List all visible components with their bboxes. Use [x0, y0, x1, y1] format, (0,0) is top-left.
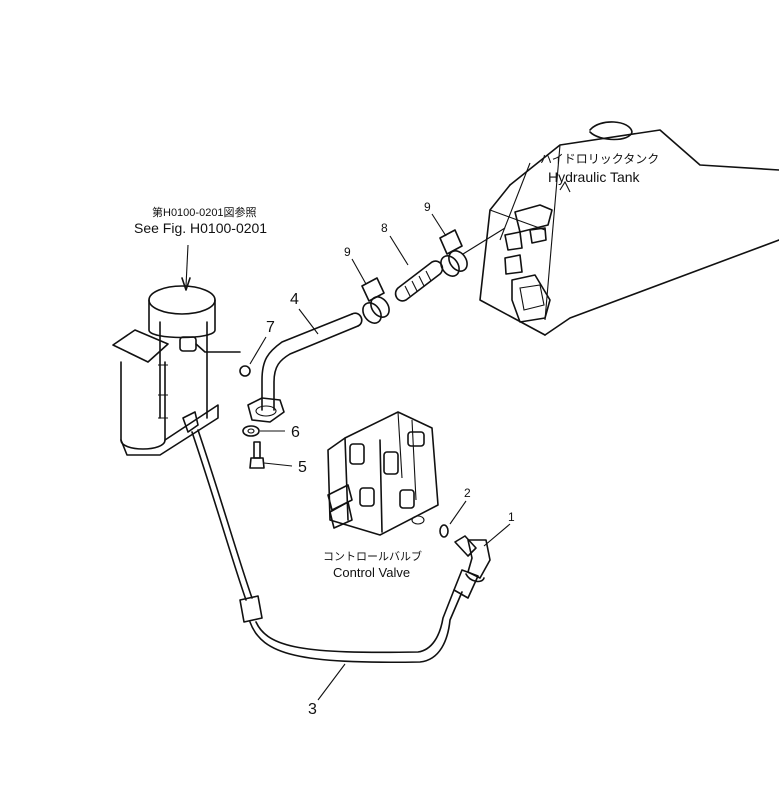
clamp-9-left — [361, 277, 390, 324]
callout-2: 2 — [464, 486, 471, 500]
callout-3-leader — [317, 663, 346, 701]
callout-8: 8 — [381, 221, 388, 235]
callout-9b: 9 — [344, 245, 351, 259]
hydraulic-tank — [479, 121, 779, 336]
callout-6: 6 — [291, 424, 300, 441]
bolt-5 — [249, 441, 265, 469]
see-fig-leader — [185, 244, 189, 287]
callout-8-leader — [389, 235, 409, 266]
control-valve-label-en: Control Valve — [333, 565, 410, 580]
callout-5-leader — [263, 462, 293, 467]
hose-8 — [394, 260, 444, 302]
callout-1-leader — [483, 523, 511, 547]
tank-label-en: Hydraulic Tank — [548, 169, 641, 185]
callout-3: 3 — [308, 701, 317, 718]
callout-9b-leader — [351, 258, 367, 285]
clamp-9-right — [439, 229, 468, 277]
callout-9a: 9 — [424, 200, 431, 214]
callout-2-leader — [449, 500, 467, 525]
tube-4 — [247, 312, 363, 423]
callout-4-leader — [298, 308, 319, 335]
tank-label-jp: ハイドロリックタンク — [540, 152, 659, 166]
control-valve-label-jp: コントロールバルブ — [323, 549, 422, 563]
see-fig-label-jp: 第H0100-0201図参照 — [152, 205, 257, 219]
hose-3 — [191, 429, 479, 664]
callout-5: 5 — [298, 459, 307, 476]
callout-9a-leader — [431, 213, 447, 237]
see-fig-label-en: See Fig. H0100-0201 — [134, 220, 267, 236]
pipe-to-tank-line — [462, 227, 506, 255]
washer-6 — [242, 425, 260, 437]
callout-4: 4 — [290, 291, 299, 308]
callout-7-leader — [249, 336, 267, 365]
see-fig-arrow — [181, 277, 191, 291]
callout-7: 7 — [266, 319, 275, 336]
elbow-1 — [454, 535, 491, 583]
tank-leader-line — [499, 162, 531, 241]
control-valve — [327, 411, 439, 536]
filter-assembly — [112, 285, 241, 456]
callout-1: 1 — [508, 510, 515, 524]
o-ring-7 — [239, 365, 251, 377]
o-ring-2 — [439, 524, 449, 538]
